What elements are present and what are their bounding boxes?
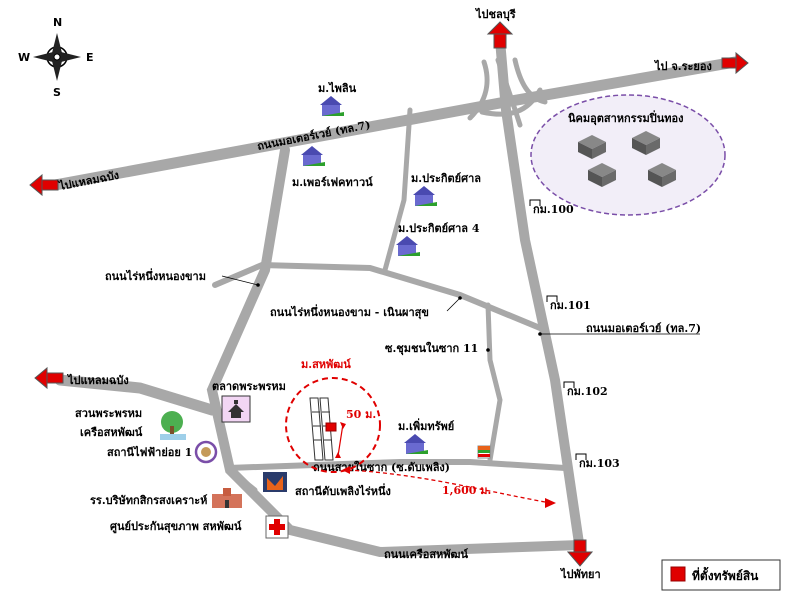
interchange-loop-1 [467, 59, 490, 121]
fire-station-icon [263, 472, 287, 492]
factory-icon [632, 131, 660, 155]
health-center-label: ศูนย์ประกันสุขภาพ สหพัฒน์ [110, 520, 242, 534]
house-icon [413, 186, 437, 206]
interchange-loop-4 [495, 57, 523, 128]
village-prakin-label: ม.ประกิตย์ศาล [411, 172, 481, 185]
km-marker-100: กม.100 [529, 199, 574, 216]
arrow-chonburi [486, 21, 514, 49]
house-icon [404, 434, 428, 454]
interchange-loop-3 [512, 57, 548, 105]
industrial-estate-area [530, 94, 726, 216]
village-prakin-4-label: ม.ประกิตย์ศาล 4 [398, 222, 480, 235]
near-distance-arrow [337, 423, 344, 457]
park-label-line2: เครือสหพัฒน์ [80, 426, 143, 439]
compass-s: S [53, 86, 61, 99]
legend-label: ที่ตั้งทรัพย์สิน [692, 566, 759, 583]
health-center-icon [265, 515, 289, 539]
factory-icon [648, 163, 676, 187]
km-marker-101: กม.101 [546, 295, 591, 312]
arrow-rayong [721, 51, 749, 75]
market-icon [221, 395, 251, 423]
compass-e: E [86, 51, 94, 64]
road-rai-nueng-label: ถนนไร่หนึ่งหนองขาม [105, 268, 206, 283]
house-icon [320, 96, 344, 116]
motorway-right-label: ถนนมอเตอร์เวย์ (ทล.7) [586, 322, 701, 335]
seven-eleven-icon [477, 445, 491, 459]
property-location-marker [325, 422, 337, 432]
to-laem-chabang-top-label: ไปแหลมฉบัง [56, 168, 120, 194]
km-103-label: กม.103 [579, 457, 620, 470]
km-101-label: กม.101 [550, 299, 591, 312]
far-distance-path [347, 469, 546, 503]
arrow-laem-chabang-left [34, 366, 64, 390]
road-rai-nueng-noen-label: ถนนไร่หนึ่งหนองขาม - เนินผาสุข [270, 304, 429, 320]
company-label: รร.บริษัทกสิกรสงเคราะห์ [90, 494, 207, 507]
soi-chumchon-label: ซ.ชุมชนในซาก 11 [385, 341, 478, 356]
distance-near-label: 50 ม. [346, 408, 376, 421]
legend-box: ที่ตั้งทรัพย์สิน [661, 559, 781, 591]
factory-icon [588, 163, 616, 187]
legend-swatch [670, 566, 686, 582]
fire-station-label: สถานีดับเพลิงไร่หนึ่ง [295, 483, 391, 498]
village-permsap-label: ม.เพิ่มทรัพย์ [398, 418, 454, 433]
school-icon [212, 488, 242, 508]
road-pine-north [382, 107, 413, 273]
motorway-main-road [49, 56, 741, 191]
road-nai-sak [225, 459, 568, 471]
property-radius-circle [285, 377, 381, 473]
to-pattaya-label: ไปพัทยา [559, 567, 601, 581]
village-sahaphat-label: ม.สหพัฒน์ [301, 358, 351, 371]
park-label-line1: สวนพระพรหม [75, 407, 142, 420]
substation-icon [194, 440, 218, 464]
park-icon [160, 411, 186, 440]
compass-rose [33, 33, 81, 81]
industrial-estate-label: นิคมอุตสาหกรรมปิ่นทอง [568, 110, 683, 126]
arrow-pattaya [566, 539, 594, 567]
km-102-label: กม.102 [567, 385, 608, 398]
house-icon [301, 146, 325, 166]
to-rayong-label: ไป จ.ระยอง [653, 59, 712, 73]
factory-icon [578, 135, 606, 159]
highway-south-road [495, 35, 585, 555]
arrow-laem-chabang-top [29, 173, 59, 197]
road-network [49, 35, 741, 558]
distance-far-label: 1,600 ม. [442, 484, 491, 497]
km-marker-103: กม.103 [575, 453, 620, 470]
to-laem-chabang-left-label: ไปแหลมฉบัง [66, 373, 129, 387]
road-fire-branch [227, 467, 258, 493]
road-laem-chabang-left [54, 374, 218, 416]
village-perfect-town-label: ม.เพอร์เฟคทาวน์ [292, 176, 373, 189]
village-pailin-label: ม.ไพลิน [318, 81, 357, 95]
substation-label: สถานีไฟฟ้าย่อย 1 [107, 445, 192, 459]
market-label: ตลาดพระพรหม [212, 380, 286, 393]
road-kruea-sahaphat-label: ถนนเครือสหพัฒน์ [384, 548, 468, 561]
to-chonburi-label: ไปชลบุรี [474, 7, 516, 22]
compass-n: N [53, 16, 62, 29]
road-soi-chumchon [485, 302, 503, 463]
compass-w: W [18, 51, 30, 64]
house-icon [396, 236, 420, 256]
km-100-label: กม.100 [533, 203, 574, 216]
km-marker-102: กม.102 [563, 381, 608, 398]
